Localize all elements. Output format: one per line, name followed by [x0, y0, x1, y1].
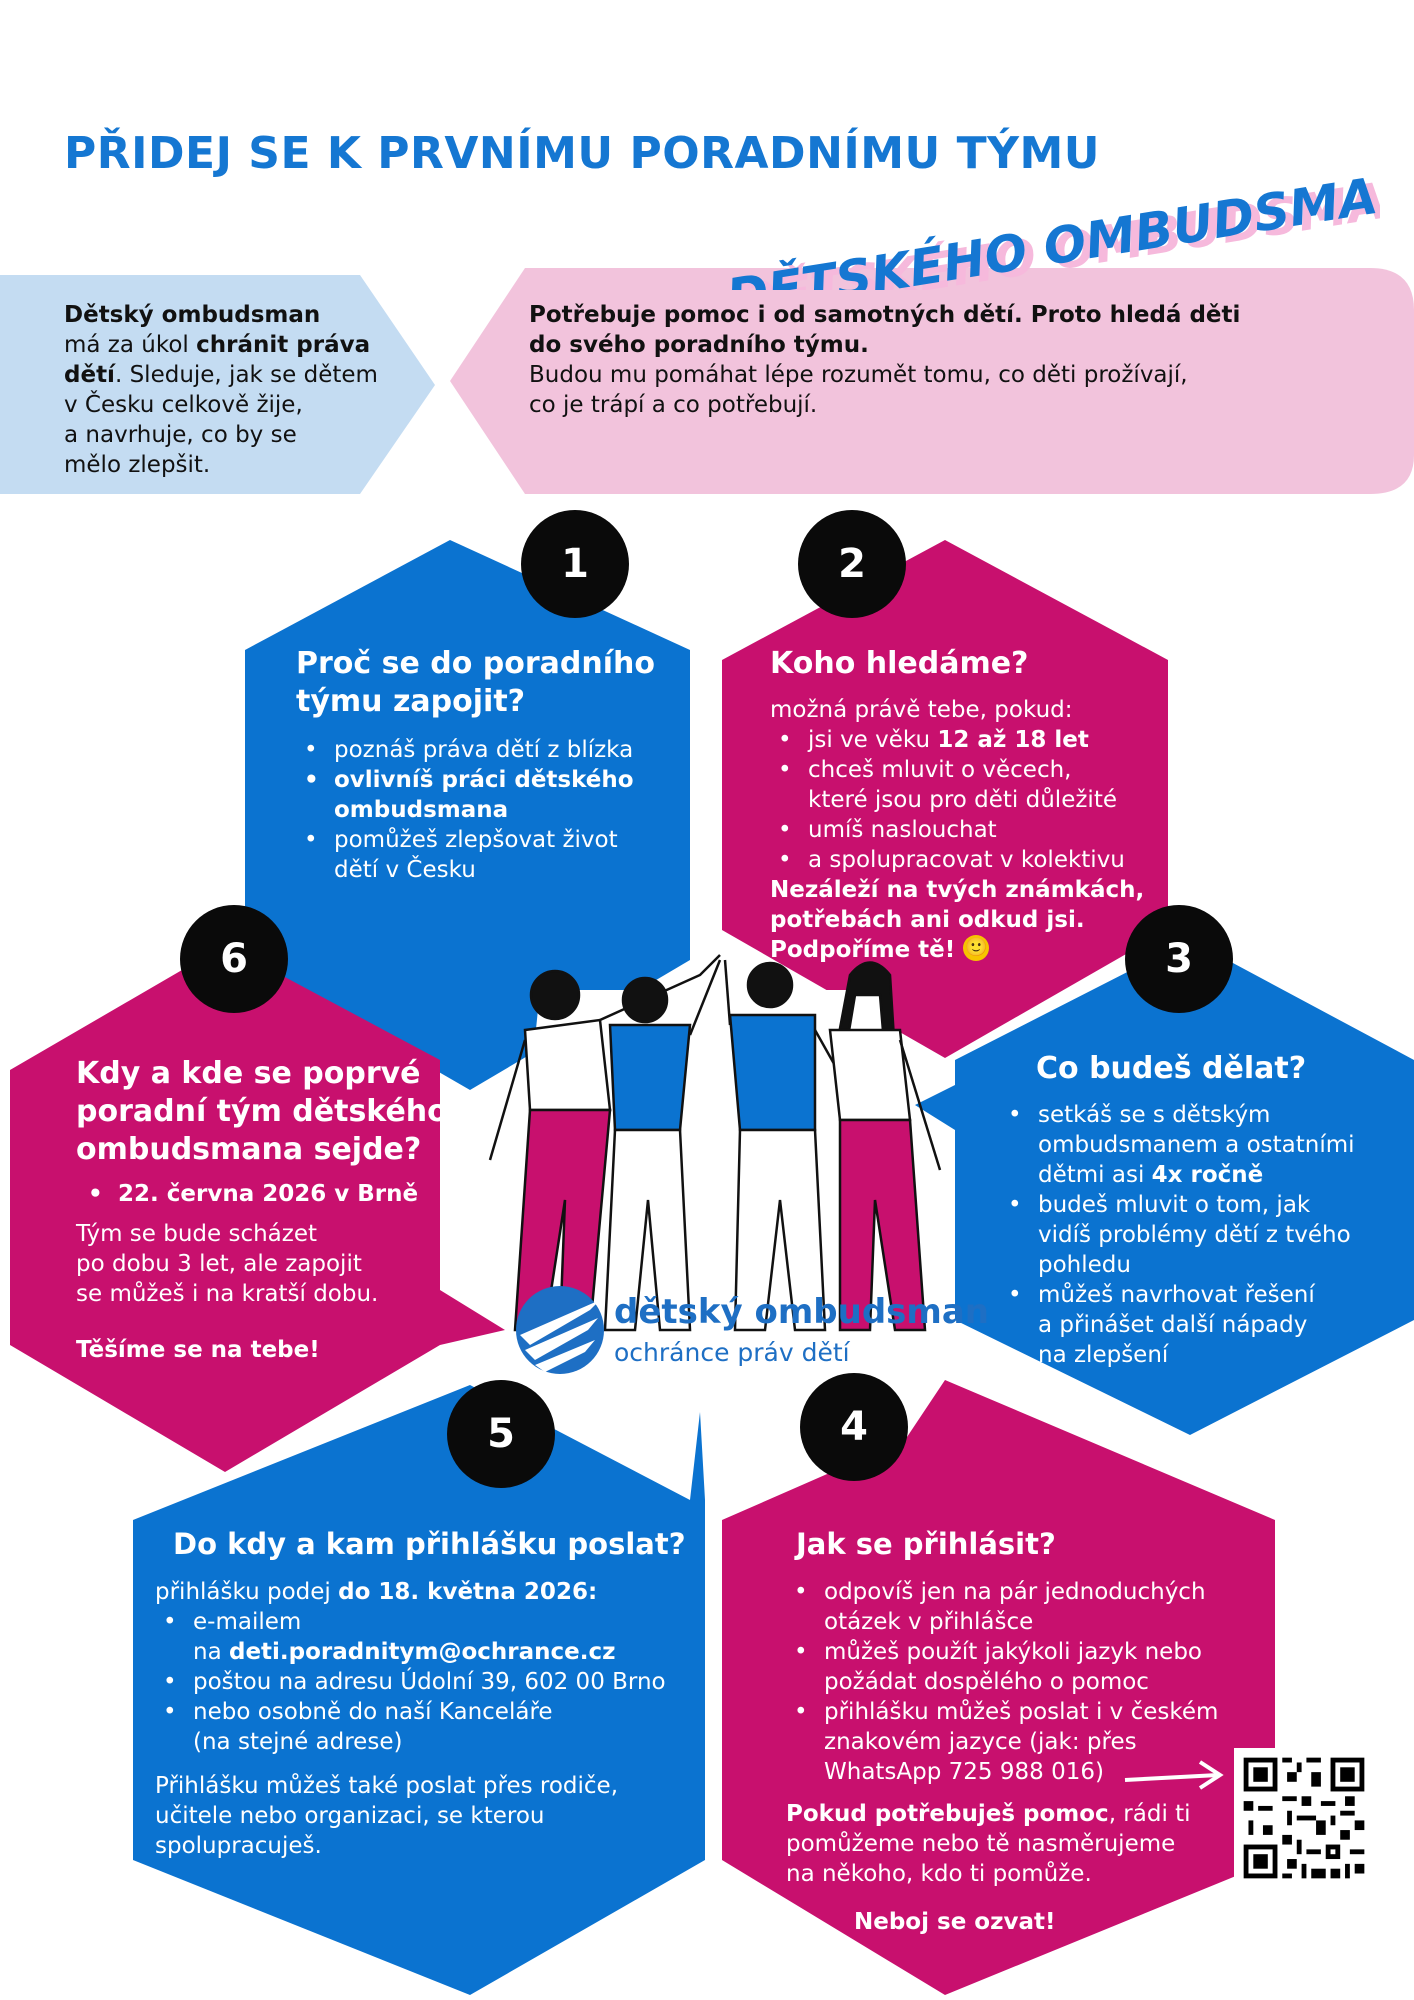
step-number-5: 5	[447, 1380, 555, 1488]
section-2-note: potřebách ani odkud jsi.	[770, 907, 1085, 933]
intro-left-bold: dětí	[64, 362, 115, 388]
section-6-title: poradní tým dětského	[76, 1094, 448, 1129]
intro-left-bold: chránit práva	[196, 332, 371, 358]
section-5-text: učitele nebo organizaci, se kterou	[155, 1803, 545, 1829]
section-3-title: Co budeš dělat?	[1036, 1051, 1307, 1086]
smile-icon: 🙂	[963, 935, 990, 961]
page-title: PŘIDEJ SE K PRVNÍMU PORADNÍMU TÝMU	[64, 128, 1100, 179]
section-4-text: na někoho, kdo ti pomůže.	[786, 1861, 1092, 1887]
intro-right-line: do svého poradního týmu.	[529, 332, 869, 358]
section-4-final: Neboj se ozvat!	[854, 1909, 1056, 1935]
intro-right-line: co je trápí a co potřebují.	[529, 392, 818, 418]
section-6-text: po dobu 3 let, ale zapojit	[76, 1251, 362, 1277]
section-5: Do kdy a kam přihlášku poslat? přihlášku…	[155, 1525, 710, 1861]
intro-right-line: Budou mu pomáhat lépe rozumět tomu, co d…	[529, 362, 1188, 388]
step-number-6: 6	[180, 905, 288, 1013]
intro-left-text: Dětský ombudsman má za úkol chránit práv…	[64, 300, 414, 480]
section-4-bullet: můžeš použít jakýkoli jazyk nebopožádat …	[786, 1637, 1256, 1697]
section-5-intro: přihlášku podej do 18. května 2026:	[155, 1579, 598, 1605]
intro-left-line: a navrhuje, co by se	[64, 422, 297, 448]
section-4: Jak se přihlásit? odpovíš jen na pár jed…	[786, 1525, 1256, 1937]
section-4-bullet: přihlášku můžeš poslat i v českémznakové…	[786, 1697, 1256, 1787]
section-5-text: spolupracuješ.	[155, 1833, 322, 1859]
title-script-lettering: DĚTSKÉHO OMBUDSMANA DĚTSKÉHO OMBUDSMANA	[723, 160, 1380, 290]
intro-left-banner	[0, 275, 435, 494]
intro-right-text: Potřebuje pomoc i od samotných dětí. Pro…	[529, 300, 1349, 420]
step-number-4: 4	[800, 1373, 908, 1481]
section-2-bullet: chceš mluvit o věcech,které jsou pro dět…	[770, 755, 1170, 815]
section-6-title: ombudsmana sejde?	[76, 1132, 422, 1167]
section-2-note: Podpoříme tě! 🙂	[770, 935, 990, 963]
section-2: Koho hledáme? možná právě tebe, pokud: j…	[770, 645, 1170, 965]
section-2-bullet: a spolupracovat v kolektivu	[770, 845, 1170, 875]
section-6-title: Kdy a kde se poprvé	[76, 1056, 421, 1091]
section-2-title: Koho hledáme?	[770, 646, 1029, 681]
intro-left-line: má za úkol	[64, 332, 197, 358]
section-6-bullet: 22. června 2026 v Brně	[80, 1179, 456, 1209]
logo-subtitle: ochránce práv dětí	[614, 1338, 850, 1367]
intro-left-line: Dětský ombudsman	[64, 302, 321, 328]
section-5-bullet: nebo osobně do naší Kanceláře(na stejné …	[155, 1697, 710, 1757]
section-3: Co budeš dělat? setkáš se s dětskýmombud…	[1000, 1050, 1400, 1370]
logo-mark	[516, 1286, 604, 1374]
section-4-text: pomůžeme nebo tě nasměrujeme	[786, 1831, 1176, 1857]
section-2-note: Nezáleží na tvých známkách,	[770, 877, 1145, 903]
intro-left-line: v Česku celkově žije,	[64, 392, 303, 418]
section-1-title: týmu zapojit?	[296, 684, 526, 719]
intro-right-banner	[450, 268, 1414, 494]
section-6: Kdy a kde se poprvé poradní tým dětského…	[76, 1055, 456, 1365]
section-2-bullet: umíš naslouchat	[770, 815, 1170, 845]
email-link[interactable]: deti.poradnitym@ochrance.cz	[228, 1639, 616, 1665]
section-5-title: Do kdy a kam přihlášku poslat?	[173, 1527, 686, 1561]
title-script-text: DĚTSKÉHO OMBUDSMANA	[723, 160, 1380, 290]
intro-left-line: . Sleduje, jak se dětem	[114, 362, 378, 388]
intro-left-line: mělo zlepšit.	[64, 452, 211, 478]
section-6-text: se můžeš i na kratší dobu.	[76, 1281, 379, 1307]
logo-name: dětský ombudsman	[614, 1292, 989, 1332]
section-6-text: Tým se bude scházet	[76, 1221, 318, 1247]
step-number-3: 3	[1125, 905, 1233, 1013]
section-1: Proč se do poradního týmu zapojit? pozná…	[296, 645, 686, 885]
step-number-1: 1	[521, 510, 629, 618]
section-2-intro: možná právě tebe, pokud:	[770, 697, 1073, 723]
section-1-title: Proč se do poradního	[296, 646, 656, 681]
section-2-bullet: jsi ve věku 12 až 18 let	[770, 725, 1170, 755]
intro-right-line: Potřebuje pomoc i od samotných dětí. Pro…	[529, 302, 1241, 328]
qr-code-icon[interactable]	[1234, 1748, 1374, 1888]
section-1-bullet: poznáš práva dětí z blízka	[296, 735, 686, 765]
section-4-text: Pokud potřebuješ pomoc, rádi ti	[786, 1801, 1191, 1827]
section-6-final: Těšíme se na tebe!	[76, 1337, 320, 1363]
step-number-2: 2	[798, 510, 906, 618]
section-5-bullet: poštou na adresu Údolní 39, 602 00 Brno	[155, 1667, 710, 1697]
section-4-title: Jak se přihlásit?	[796, 1527, 1056, 1561]
section-5-text: Přihlášku můžeš také poslat přes rodiče,	[155, 1773, 619, 1799]
